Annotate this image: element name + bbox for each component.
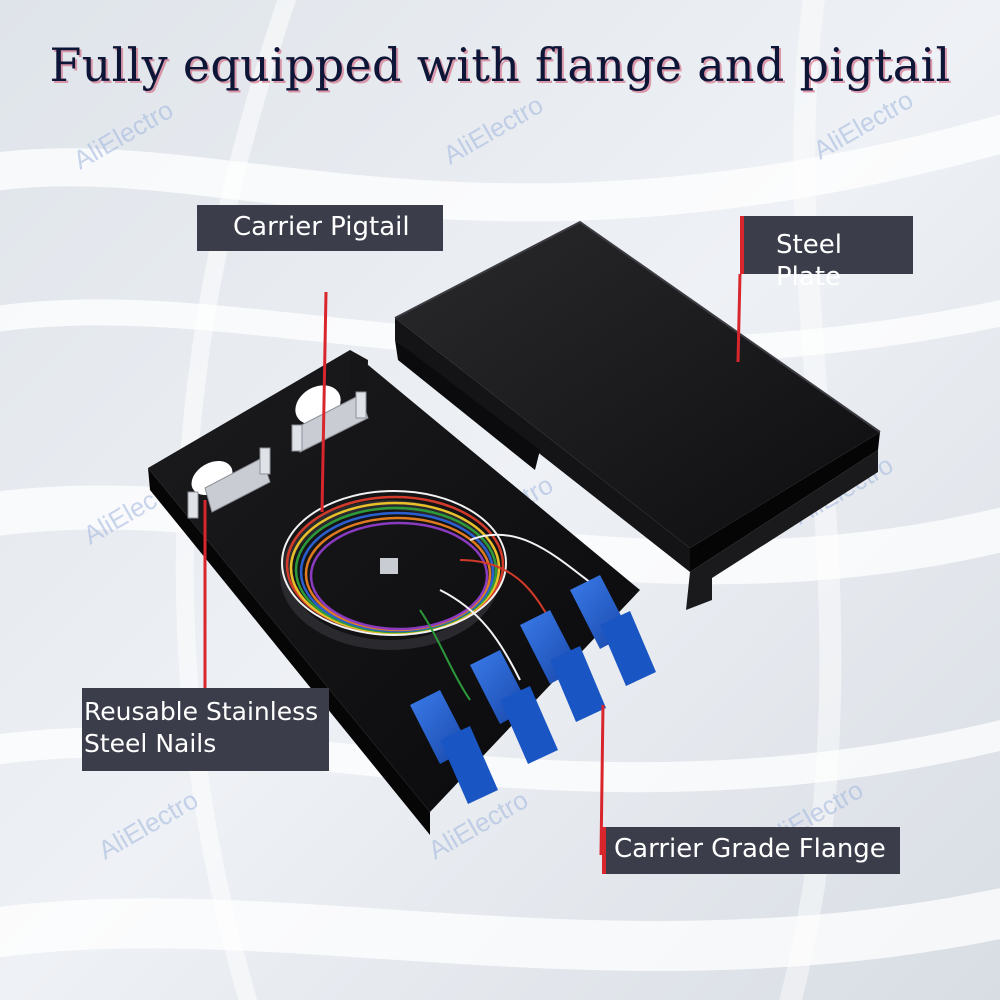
spool-center-bolt — [380, 558, 398, 574]
leader-carrier-flange — [599, 704, 605, 856]
steel-plate-cover — [394, 220, 881, 610]
callout-carrier-flange: Carrier Grade Flange — [602, 827, 900, 874]
callout-leaders — [203, 273, 742, 856]
leader-carrier-pigtail — [320, 291, 328, 513]
callout-steel-plate: Steel Plate — [740, 216, 913, 292]
stainless-nail-clamp — [187, 391, 369, 519]
carrier-grade-flanges — [410, 575, 656, 804]
callout-carrier-pigtail: Carrier Pigtail — [197, 205, 443, 251]
flange-connector — [470, 650, 558, 764]
callout-reusable-nails: Reusable Stainless Steel Nails — [82, 688, 329, 771]
fiber-spool — [280, 490, 601, 701]
flange-connector — [520, 610, 606, 722]
headline: Fully equipped with flange and pigtail — [49, 38, 951, 92]
leader-steel-plate — [736, 273, 742, 363]
flange-connector — [570, 575, 656, 686]
flange-connector — [410, 690, 498, 804]
